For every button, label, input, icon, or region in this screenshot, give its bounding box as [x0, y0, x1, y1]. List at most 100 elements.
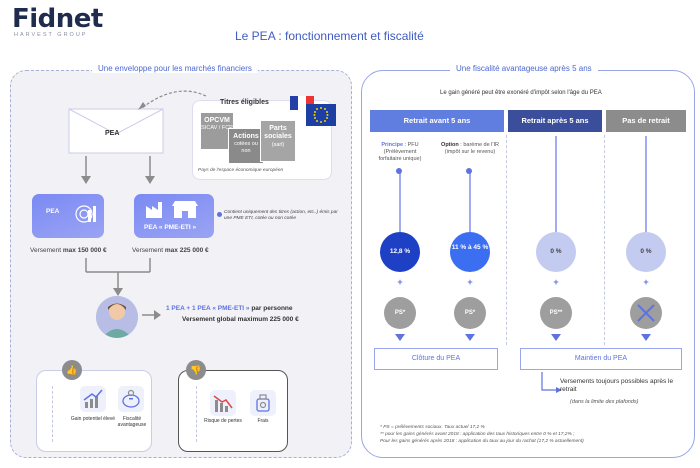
note-bullet-icon [217, 212, 222, 217]
split-arrows-icon [81, 156, 155, 184]
column-divider-2 [604, 135, 605, 345]
rate-circle-pfu: 12,8 % [380, 232, 420, 272]
col-header-no-withdrawal: Pas de retrait [606, 110, 686, 132]
thumbs-up-icon: 👍 [62, 360, 82, 380]
down-arrow-icon [641, 334, 651, 341]
combo-plus: + [184, 305, 192, 312]
pme-versement: Versement max 225 000 € [132, 247, 209, 254]
combo-line2: Versement global maximum 225 000 € [182, 316, 299, 323]
right-panel-heading: Une fiscalité avantageuse après 5 ans [450, 64, 598, 73]
column-divider-1 [506, 135, 507, 345]
ps-circle-3: PS** [540, 297, 572, 329]
eu-flag-icon [306, 104, 336, 126]
option-value: : barème de l'IR [458, 142, 499, 148]
down-arrow-icon [465, 334, 475, 341]
merge-arrow-icon [85, 258, 151, 296]
page-title: Le PEA : fonctionnement et fiscalité [235, 29, 424, 43]
pros-divider [52, 386, 53, 442]
footnote-1: * PS = prélèvements sociaux. Taux actuel… [380, 425, 485, 430]
plus-icon: + [467, 277, 473, 287]
eligible-caption: Pays de l'espace économique européen [198, 168, 284, 173]
principe-detail: (Prélèvement forfaitaire unique) [378, 149, 422, 163]
option-detail: (impôt sur le revenu) [444, 149, 496, 156]
thumbs-down-icon: 👎 [186, 360, 206, 380]
pea-card: PEA [32, 194, 104, 238]
stem-dot-1 [396, 168, 402, 174]
col-header-after-5y: Retrait après 5 ans [508, 110, 602, 132]
plus-icon: + [397, 277, 403, 287]
plus-icon: + [553, 277, 559, 287]
pros-label-2: Fiscalité avantageuse [117, 416, 147, 429]
combo-suffix: par personne [249, 305, 293, 312]
maintien-box: Maintien du PEA [520, 348, 682, 370]
down-arrow-icon [395, 334, 405, 341]
brand-logo: Fidnet [12, 4, 103, 34]
ps-crossed-icon [630, 297, 662, 329]
rate-circle-after-5y: 0 % [536, 232, 576, 272]
cloture-box: Clôture du PEA [374, 348, 498, 370]
stem-3 [555, 136, 557, 232]
pea-pme-card: PEA « PME-ETI » [134, 194, 214, 238]
rate-circle-no-withdrawal: 0 % [626, 232, 666, 272]
factory-shop-icon [146, 201, 198, 218]
fees-icon [250, 390, 276, 416]
stem-2 [469, 170, 471, 232]
pme-versement-amount: max 225 000 € [164, 247, 209, 254]
option-label: Option [441, 142, 459, 148]
stem-dot-2 [466, 168, 472, 174]
pme-versement-prefix: Versement [132, 247, 165, 254]
down-chart-icon [210, 390, 236, 416]
principe-value: : PFU [403, 142, 419, 148]
brand-subtitle: HARVEST GROUP [14, 32, 88, 38]
pea-versement-prefix: Versement [30, 247, 63, 254]
parts-sub: (sarl) [271, 141, 285, 148]
combo-line1: 1 PEA + 1 PEA « PME-ETI » par personne [166, 305, 293, 312]
right-subtitle: Le gain généré peut être exonéré d'impôt… [440, 90, 602, 96]
stem-4 [645, 136, 647, 232]
stem-1 [399, 170, 401, 232]
right-arrow-icon [142, 310, 161, 320]
option-text: Option : barème de l'IR (impôt sur le re… [440, 142, 500, 156]
plus-icon: + [643, 277, 649, 287]
left-panel-heading: Une enveloppe pour les marchés financier… [92, 64, 258, 73]
piggy-bank-icon [118, 386, 144, 412]
ps-circle-2: PS* [454, 297, 486, 329]
combo-pea: 1 PEA [166, 305, 185, 312]
col-header-before-5y: Retrait avant 5 ans [370, 110, 504, 132]
ps-circle-1: PS* [384, 297, 416, 329]
principe-text: Principe : PFU (Prélèvement forfaitaire … [372, 142, 428, 163]
growth-target-icon [75, 205, 96, 223]
growth-chart-icon [80, 386, 106, 412]
pros-label-1: Gain potentiel élevé [70, 416, 116, 422]
maintien-note: Versements toujours possibles après le r… [560, 378, 674, 394]
cons-label-2: Frais [257, 418, 269, 424]
down-arrow-icon [551, 334, 561, 341]
principe-label: Principe [381, 142, 404, 148]
pea-versement-amount: max 150 000 € [62, 247, 107, 254]
rate-circle-ir: 11 % à 45 % [450, 232, 490, 272]
curved-arrow-icon [138, 90, 207, 110]
footnote-2: ** pour les gains générés avant 2018 : a… [380, 432, 575, 437]
eligible-titles-heading: Titres éligibles [220, 99, 269, 106]
parts-card: Parts sociales (sarl) [260, 120, 296, 162]
envelope-icon [68, 108, 164, 154]
actions-label: Actions [233, 133, 259, 140]
envelope-label: PEA [105, 130, 120, 137]
pme-note: Contient uniquement des titres (action, … [224, 210, 338, 222]
pea-versement: Versement max 150 000 € [30, 247, 107, 254]
investor-avatar [96, 296, 138, 338]
actions-sub: cotées ou non [234, 141, 258, 154]
cons-label-1: Risque de pertes [204, 418, 242, 424]
footnote-3: Pour les gains générés après 2018 : appl… [380, 439, 584, 444]
cons-divider [196, 386, 197, 442]
opcvm-sub: SICAV / FCP [201, 125, 233, 132]
actions-card: Actions cotées ou non [228, 128, 264, 164]
pea-pme-card-label: PEA « PME-ETI » [144, 224, 197, 231]
maintien-note-sub: (dans la limite des plafonds) [570, 399, 639, 405]
opcvm-label: OPCVM [204, 117, 230, 124]
parts-label: Parts sociales [264, 125, 292, 141]
pea-card-label: PEA [46, 208, 60, 215]
elbow-arrow-icon [541, 372, 562, 393]
combo-pme: 1 PEA « PME-ETI » [191, 305, 250, 312]
france-flag-icon [290, 96, 314, 110]
